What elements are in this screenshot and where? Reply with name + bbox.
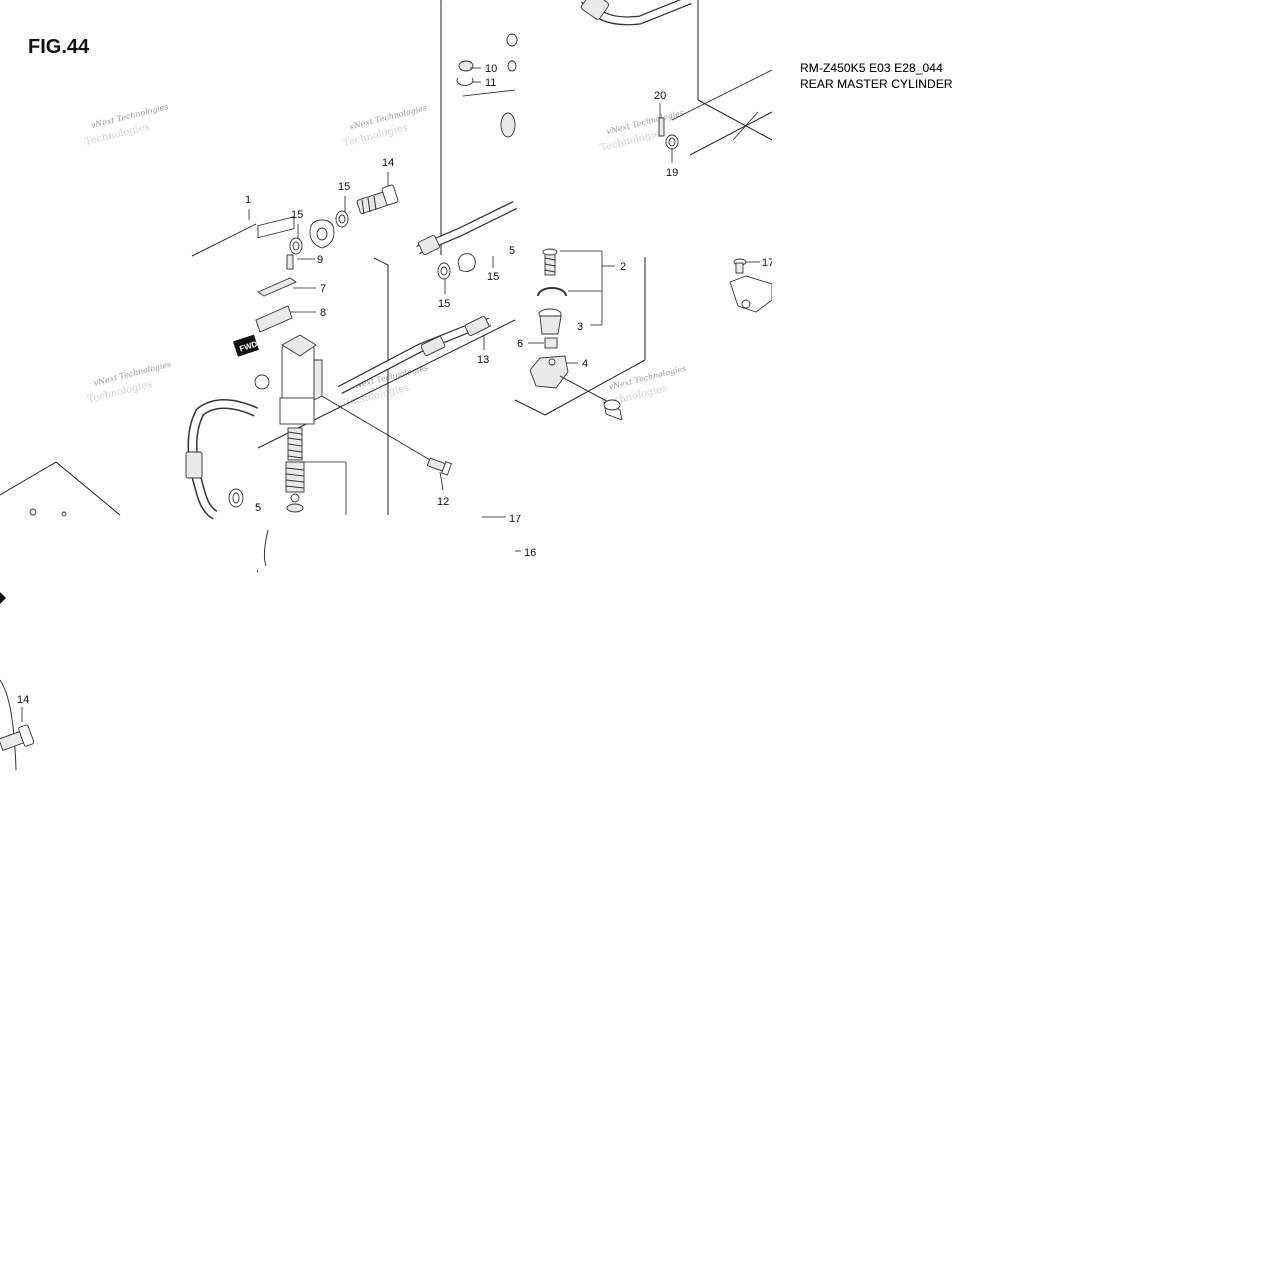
callout-14: 14 [382,157,394,169]
callout-15: 15 [438,298,450,310]
reservoir-partial [456,33,518,138]
callout-15: 15 [291,209,303,221]
bolt-12 [426,457,453,476]
callout-15: 15 [338,181,350,193]
diagram-title-overlay: REAR MASTER CYLINDER [800,77,953,91]
callout-16: 16 [524,547,536,559]
spring [285,427,305,513]
brake-hose-upper [580,0,692,26]
callout-19: 19 [666,167,678,179]
callout-5: 5 [509,245,515,257]
callout-12: 12 [437,496,449,508]
callout-17: 17 [762,257,774,269]
callout-9: 9 [317,254,323,266]
model-code-overlay: RM-Z450K5 E03 E28_044 [800,61,943,75]
callout-3: 3 [577,321,583,333]
frame-lines [0,0,773,516]
callout-11: 11 [485,77,496,89]
callout-2: 2 [620,261,626,273]
callout-4: 4 [582,358,588,370]
callout-13: 13 [477,354,489,366]
cap-10 [458,60,474,72]
callout-14: 14 [17,694,29,706]
brake-hose [337,200,517,394]
callout-17: 17 [509,513,521,525]
figure-label: FIG.44 [28,36,90,58]
callout-15: 15 [487,271,499,283]
callout-6: 6 [517,338,523,350]
callout-5: 5 [255,502,261,514]
master-cylinder-assembly: FWD [185,184,517,573]
callout-8: 8 [320,307,326,319]
callout-20: 20 [654,90,666,102]
pushrod-assembly [529,117,773,421]
lower-partial-view [0,508,67,771]
diagram-title: REAR MASTER CYLINDER [800,77,953,91]
clip-11 [456,77,474,86]
banjo-bolt [356,184,399,215]
model-code: RM-Z450K5 E03 E28_044 [800,61,943,75]
callout-10: 10 [485,63,497,75]
callout-7: 7 [320,283,326,295]
callout-1: 1 [245,194,251,206]
